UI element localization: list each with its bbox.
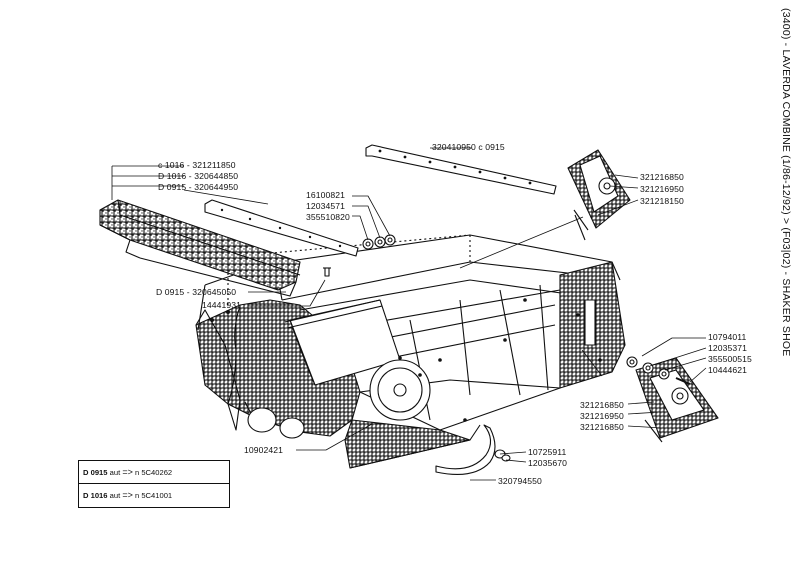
part-label: 10444621 [708,365,748,375]
arrow-icon: => [122,490,133,500]
part-label: 321216950 [640,184,684,194]
part-label: 320410950 c 0915 [432,142,505,152]
serial-n: n [134,468,140,477]
serial-aut: aut [109,491,121,500]
part-label: 355500515 [708,354,752,364]
part-label: 12035670 [528,458,568,468]
part-label: D 1016 - 320644850 [158,171,239,181]
part-label: 12034571 [306,201,346,211]
diagram-title: (3400) - LAVERDA COMBINE (1/86-12/92) > … [780,8,792,357]
nut-washer-bottom [494,449,511,462]
part-label: 12035371 [708,343,748,353]
serial-row: D 1016 aut => n 5C41001 [83,490,172,500]
serial-code: D 0915 [83,468,108,477]
part-label: D 0915 - 320644950 [158,182,239,192]
serial-number-box: D 0915 aut => n 5C40262 D 1016 aut => n … [78,460,230,508]
lower-right-plate [635,357,719,443]
part-label: 16100821 [306,190,346,200]
top-strap-part [365,144,557,195]
part-label: 10902421 [244,445,284,455]
serial-code: D 1016 [83,491,108,500]
part-label: 321216850 [580,422,624,432]
part-label: 321216850 [580,400,624,410]
serial-aut: aut [109,468,121,477]
washer-stack-left [362,234,396,250]
washer-stack-right [626,356,691,385]
bolt-14441931 [323,267,331,277]
curved-strap-part [435,424,496,475]
top-right-plate [567,149,631,241]
part-label: 10794011 [708,332,747,342]
part-label: 321218150 [640,196,684,206]
serial-number: 5C41001 [141,491,173,500]
part-label: 10725911 [528,447,567,457]
part-label: 355510820 [306,212,350,222]
left-channel-part [99,199,301,297]
leader-lines [111,147,707,481]
part-label: D 0915 - 320645050 [156,287,237,297]
serial-row: D 0915 aut => n 5C40262 [83,467,172,477]
arrow-icon: => [122,467,133,477]
part-label: 321216950 [580,411,624,421]
serial-number: 5C40262 [141,468,173,477]
part-label: 320794550 [498,476,542,486]
part-label: c 1016 - 321211850 [158,160,236,170]
part-label: 14441931 [202,300,242,310]
flat-bar-part [204,199,359,257]
serial-n: n [134,491,140,500]
diagram-title-vertical: (3400) - LAVERDA COMBINE (1/86-12/92) > … [776,8,796,408]
part-label: 321216850 [640,172,684,182]
